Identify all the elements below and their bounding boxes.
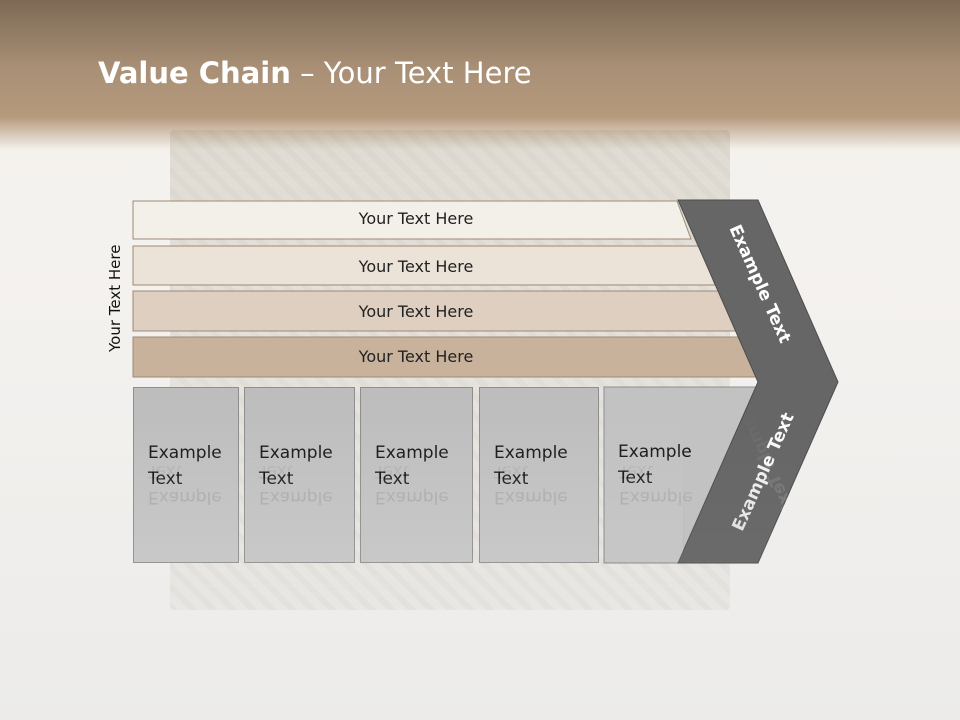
title-rest: – Your Text Here	[290, 56, 532, 90]
margin-chevron	[677, 199, 839, 564]
bar-label-4: Your Text Here	[358, 347, 474, 366]
header-band	[0, 0, 960, 150]
support-bar-1	[132, 200, 692, 240]
bar-label-1: Your Text Here	[358, 209, 474, 228]
bar-label-3: Your Text Here	[358, 302, 474, 321]
slide-title: Value Chain – Your Text Here	[98, 56, 532, 90]
bar-label-2: Your Text Here	[358, 257, 474, 276]
title-bold: Value Chain	[98, 56, 291, 90]
